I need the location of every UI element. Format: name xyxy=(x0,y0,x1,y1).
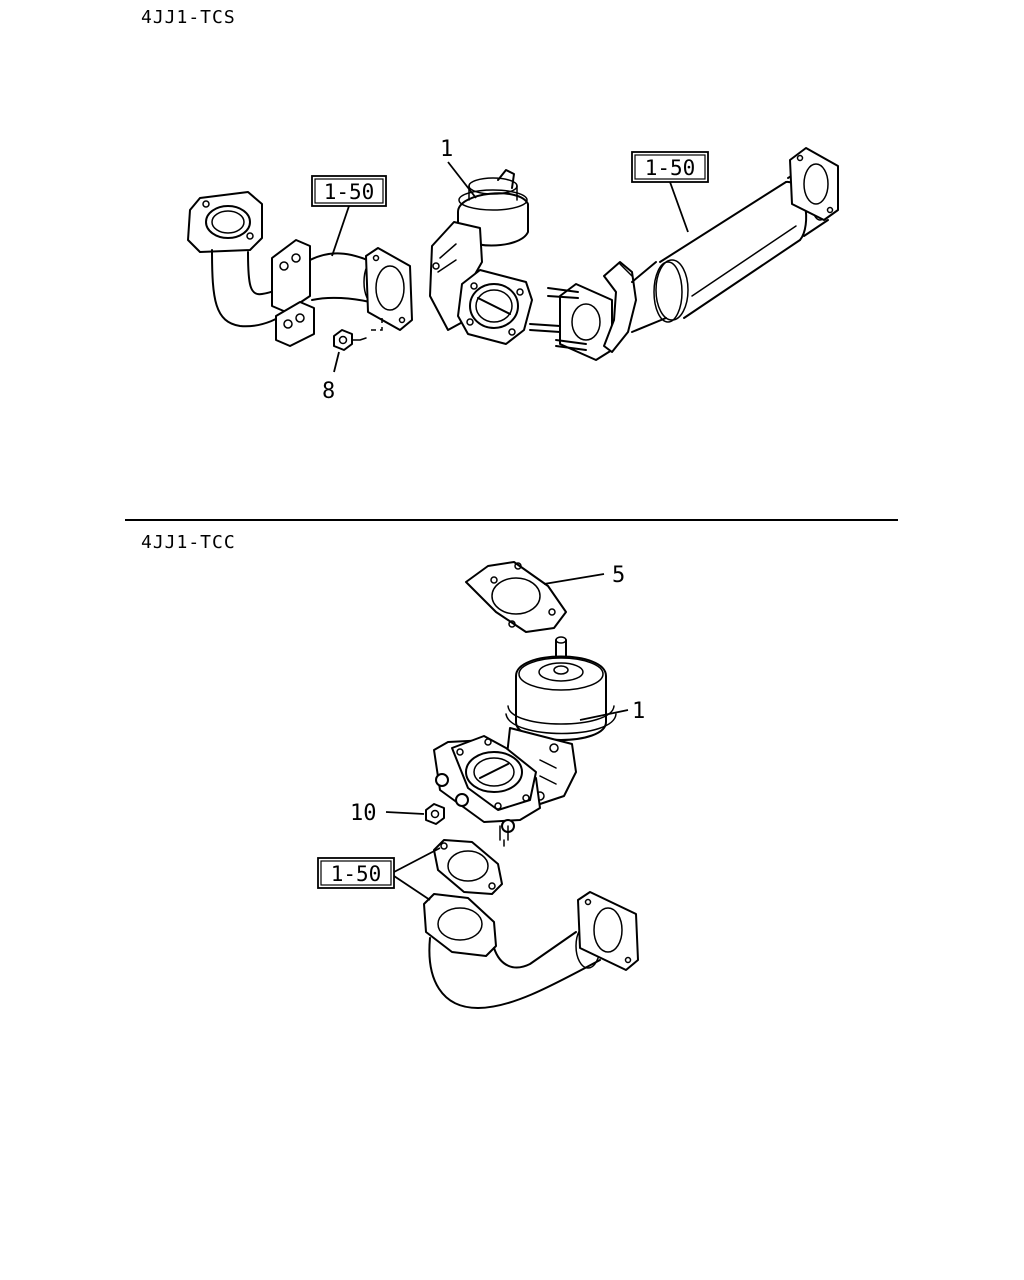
exhaust-brake-valve-tcs-drawing xyxy=(429,169,533,345)
front-exhaust-pipe-tcc-drawing xyxy=(423,891,639,1009)
gasket-flange-drawing xyxy=(433,839,503,895)
reference-label-tcs-left: 1-50 xyxy=(324,180,375,204)
leader-line-part-8 xyxy=(333,351,340,373)
callout-part-8: 8 xyxy=(322,379,335,404)
leader-line-ref-tcc-gasket xyxy=(393,847,441,873)
reference-label-tcc: 1-50 xyxy=(331,862,382,886)
reference-label-tcs-right: 1-50 xyxy=(645,156,696,180)
callout-part-1-tcc: 1 xyxy=(632,699,645,724)
leader-line-part-1-tcs xyxy=(447,161,477,199)
gasket-part-5-drawing xyxy=(465,561,567,633)
callout-part-5: 5 xyxy=(612,563,625,588)
section-label-tcs: 4JJ1-TCS xyxy=(141,7,236,28)
leader-line-part-1-tcc xyxy=(579,709,629,721)
catalytic-converter-drawing xyxy=(529,147,839,361)
leader-line-part-5 xyxy=(543,573,605,585)
reference-box-tcc xyxy=(317,857,395,889)
leader-line-part-10 xyxy=(385,811,425,815)
callout-part-1-tcs: 1 xyxy=(440,137,453,162)
reference-box-tcs-left xyxy=(311,175,387,207)
callout-part-10: 10 xyxy=(350,801,377,826)
exhaust-brake-valve-tcc-drawing xyxy=(433,636,617,847)
leader-line-ref-tcc-pipe xyxy=(393,875,431,901)
leader-line-ref-tcs-left xyxy=(331,205,350,257)
leader-line-ref-tcs-right xyxy=(669,181,689,233)
section-label-tcc: 4JJ1-TCC xyxy=(141,532,236,553)
nut-part-10 xyxy=(425,803,445,825)
nut-part-8 xyxy=(333,329,367,351)
reference-box-tcs-right xyxy=(631,151,709,183)
front-exhaust-pipe-drawing xyxy=(187,191,413,347)
